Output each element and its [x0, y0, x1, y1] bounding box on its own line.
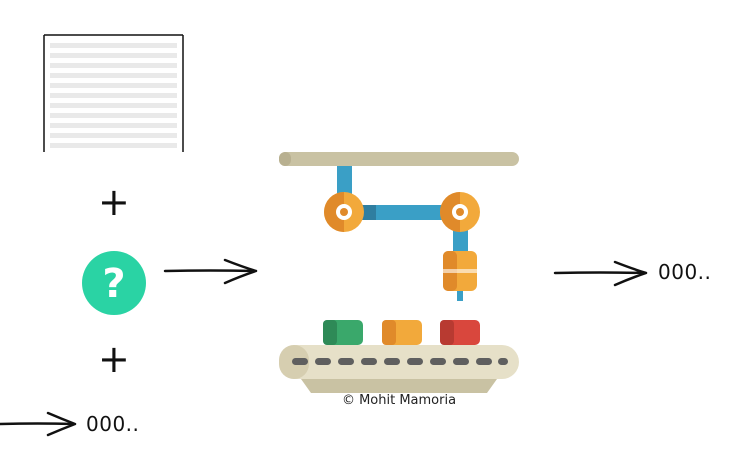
arrow-right-icon	[553, 259, 649, 287]
robot-arm-assembly-line-icon	[276, 148, 522, 398]
output-label-right: 000..	[658, 260, 712, 284]
arrow-right-icon	[0, 409, 78, 437]
document-icon	[43, 34, 184, 152]
arrow-right-icon	[163, 257, 259, 285]
plus-operator-top: +	[98, 180, 130, 224]
question-glyph: ?	[102, 261, 125, 307]
plus-operator-bottom: +	[98, 337, 130, 381]
question-icon: ?	[81, 250, 147, 316]
credit-text: © Mohit Mamoria	[341, 393, 457, 408]
output-label-bottom: 000..	[86, 412, 140, 436]
